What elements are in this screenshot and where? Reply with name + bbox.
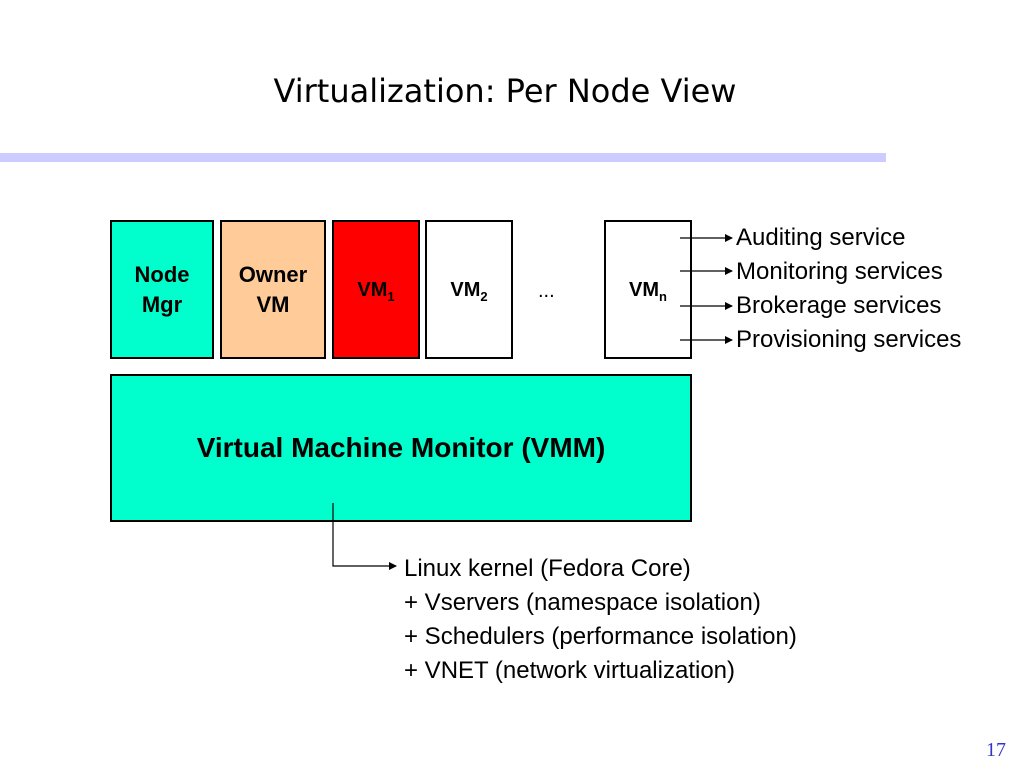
vmn-subscript: n <box>659 288 667 304</box>
service-list: Auditing service Monitoring services Bro… <box>736 221 961 357</box>
vmm-label: Virtual Machine Monitor (VMM) <box>196 432 606 463</box>
arrow-vmm-to-kernel <box>332 503 397 570</box>
service-item: Auditing service <box>736 224 906 251</box>
vm1-label: VM <box>357 278 388 301</box>
vm2-subscript: 2 <box>480 288 488 304</box>
service-item: Monitoring services <box>736 258 943 285</box>
owner-vm-line2: VM <box>256 291 290 317</box>
vmn-label: VM <box>629 278 660 301</box>
page-number: 17 <box>986 739 1006 761</box>
vmn-box: VMn <box>604 220 692 359</box>
vm2-box: VM2 <box>425 220 513 359</box>
vm2-label: VM <box>450 278 481 301</box>
component-item: + VNET (network virtualization) <box>404 657 736 684</box>
title-underline <box>0 153 886 162</box>
component-item: + Schedulers (performance isolation) <box>404 623 797 650</box>
node-mgr-line2: Mgr <box>141 291 183 317</box>
vmm-component-list: Linux kernel (Fedora Core) + Vservers (n… <box>404 552 797 688</box>
vm-ellipsis: ... <box>538 280 555 302</box>
component-item: + Vservers (namespace isolation) <box>404 589 761 616</box>
service-item: Provisioning services <box>736 326 962 353</box>
vm1-box: VM1 <box>332 220 420 359</box>
slide-title: Virtualization: Per Node View <box>273 72 737 110</box>
owner-vm-line1: Owner <box>238 261 308 287</box>
vm1-subscript: 1 <box>387 288 395 304</box>
component-item: Linux kernel (Fedora Core) <box>404 555 691 582</box>
vmm-box: Virtual Machine Monitor (VMM) <box>110 374 692 522</box>
service-item: Brokerage services <box>736 292 942 319</box>
node-mgr-line1: Node <box>134 261 190 287</box>
